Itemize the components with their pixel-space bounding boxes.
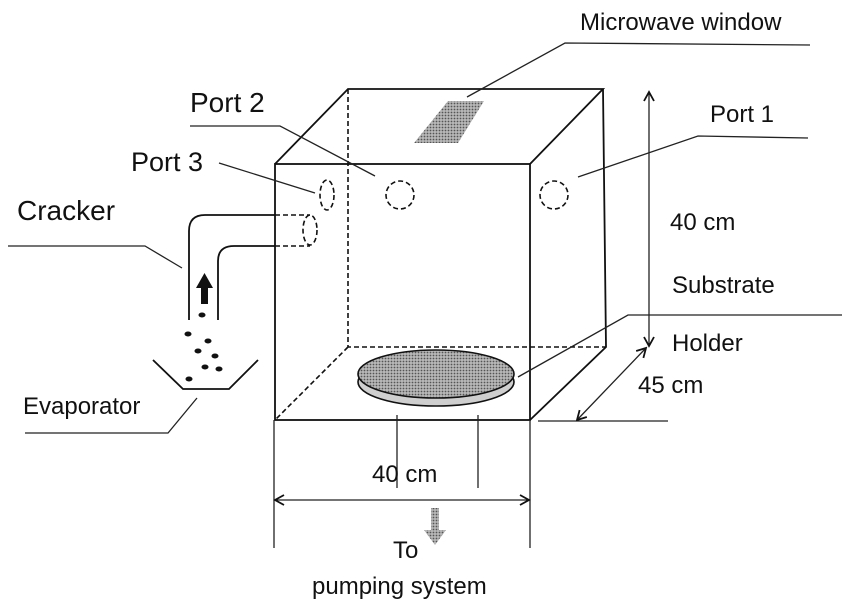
substrate-holder-leader [517, 314, 842, 378]
port2-label: Port 2 [190, 87, 265, 118]
chamber-box [274, 88, 607, 421]
substrate-label-line1: Substrate [672, 272, 775, 299]
evaporated-particles [184, 312, 223, 382]
cracker-label: Cracker [17, 195, 115, 226]
chamber-top-face [274, 88, 606, 165]
pump-label-line1: To [393, 537, 418, 564]
microwave-window-leader [466, 42, 811, 98]
port2-opening [385, 180, 415, 210]
depth-dimension-label: 45 cm [638, 372, 703, 399]
cracker-leader [8, 245, 183, 269]
substrate-label-line2: Holder [672, 330, 743, 357]
port3-label: Port 3 [131, 147, 203, 177]
cracker-tube [188, 214, 318, 320]
evaporator-label: Evaporator [23, 393, 140, 420]
port1-label: Port 1 [710, 101, 774, 128]
chamber-front-face [274, 163, 531, 421]
port3-leader [218, 162, 316, 194]
height-dimension-label: 40 cm [670, 209, 735, 236]
evaporator-crucible [152, 359, 259, 390]
substrate-holder [357, 349, 515, 407]
pump-down-arrow-icon [424, 508, 446, 545]
port1-leader [577, 135, 809, 178]
width-dimension-label: 40 cm [372, 461, 437, 488]
port3-opening [319, 179, 335, 211]
up-arrow-icon [196, 273, 213, 304]
port1-opening [539, 180, 569, 210]
microwave-window-label: Microwave window [580, 9, 782, 36]
port2-leader [190, 125, 376, 177]
chamber-right-face [529, 88, 607, 421]
substrate-support-legs [396, 415, 479, 488]
chamber-hidden-edges [274, 89, 606, 421]
width-extension-lines [273, 420, 531, 548]
microwave-window-plate [414, 101, 484, 143]
evaporator-leader [25, 397, 198, 434]
depth-dimension-arrow [575, 346, 648, 422]
pump-label-line2: pumping system [312, 573, 487, 600]
